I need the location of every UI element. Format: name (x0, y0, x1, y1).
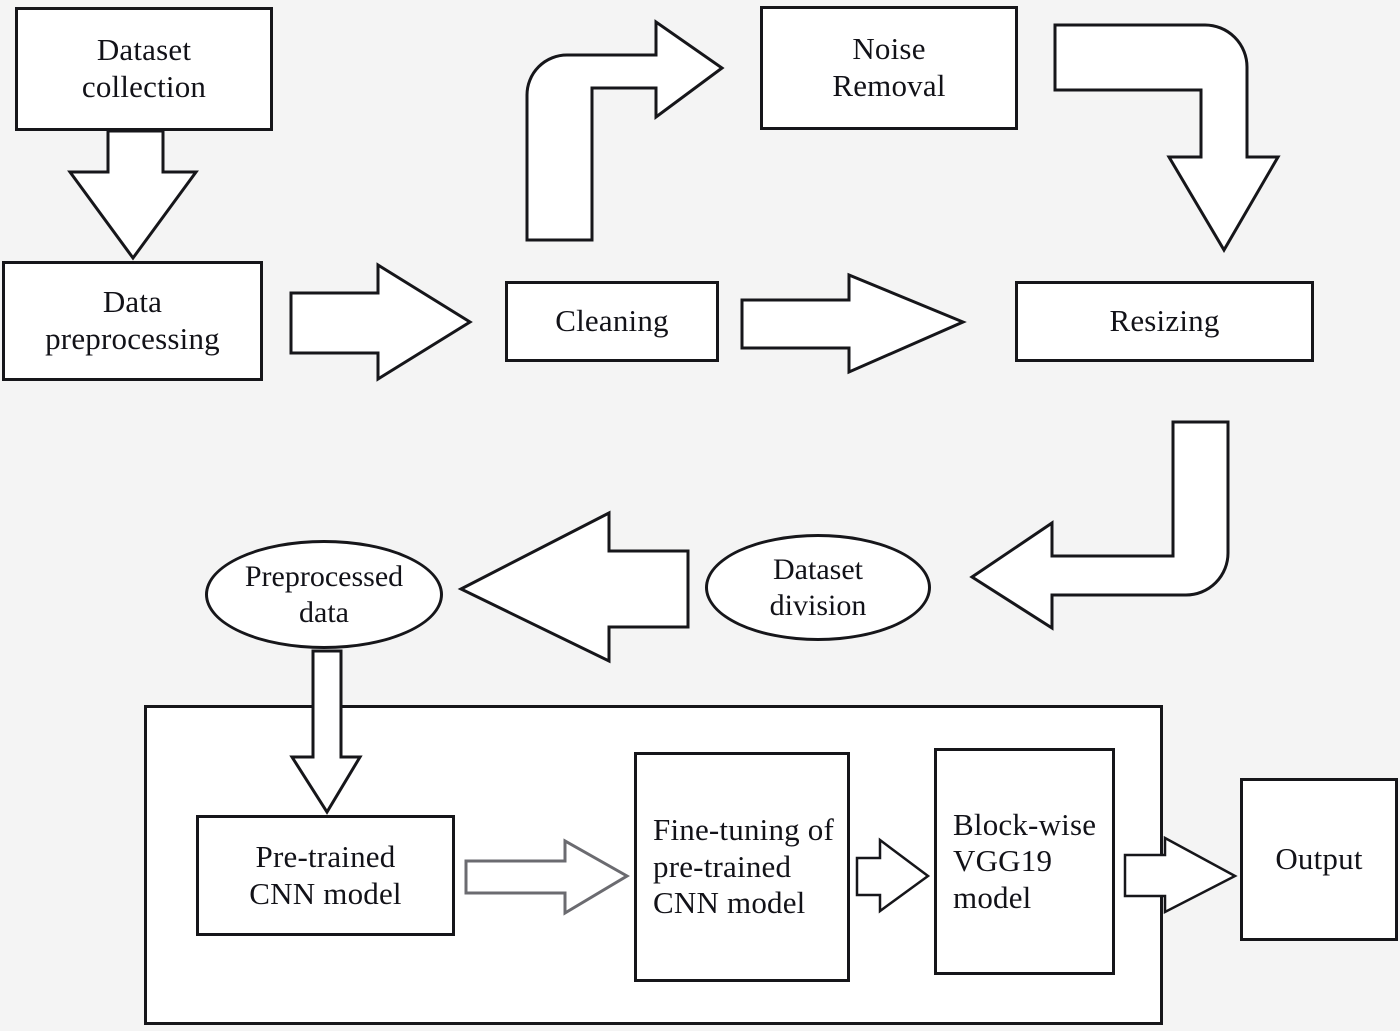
node-noise-removal-label: Noise Removal (832, 31, 946, 103)
node-blockwise-vgg19[interactable]: Block-wise VGG19 model (934, 748, 1115, 975)
node-blockwise-vgg19-label: Block-wise VGG19 model (953, 806, 1097, 915)
node-pretrained-cnn-model[interactable]: Pre-trained CNN model (196, 815, 455, 936)
node-fine-tuning-label: Fine-tuning of pre-trained CNN model (653, 812, 835, 921)
node-fine-tuning[interactable]: Fine-tuning of pre-trained CNN model (634, 752, 850, 982)
node-noise-removal[interactable]: Noise Removal (760, 6, 1018, 130)
node-preprocessed-data[interactable]: Preprocessed data (205, 540, 443, 649)
arrow-dataset-division-to-preprocessed-data (457, 510, 690, 664)
node-dataset-collection[interactable]: Dataset collection (15, 7, 273, 131)
node-dataset-collection-label: Dataset collection (81, 32, 207, 104)
arrow-noise-removal-to-resizing (1053, 23, 1281, 253)
node-cleaning-label: Cleaning (555, 303, 669, 339)
node-dataset-division[interactable]: Dataset division (705, 534, 931, 641)
node-dataset-division-label: Dataset division (769, 552, 867, 622)
node-cleaning[interactable]: Cleaning (505, 281, 719, 362)
arrow-cleaning-to-noise-removal (525, 19, 725, 242)
node-output[interactable]: Output (1240, 778, 1398, 941)
node-preprocessed-data-label: Preprocessed data (244, 559, 404, 629)
arrow-resizing-to-dataset-division (969, 420, 1230, 631)
node-data-preprocessing-label: Data preprocessing (45, 284, 220, 356)
node-pretrained-cnn-model-label: Pre-trained CNN model (249, 838, 402, 911)
arrow-cleaning-to-resizing (740, 272, 967, 375)
node-data-preprocessing[interactable]: Data preprocessing (2, 261, 263, 381)
node-resizing[interactable]: Resizing (1015, 281, 1314, 362)
arrow-data-preprocessing-to-cleaning (289, 262, 473, 382)
node-output-label: Output (1275, 841, 1363, 877)
node-resizing-label: Resizing (1109, 303, 1220, 339)
arrow-dataset-collection-to-data-preprocessing (67, 129, 199, 261)
